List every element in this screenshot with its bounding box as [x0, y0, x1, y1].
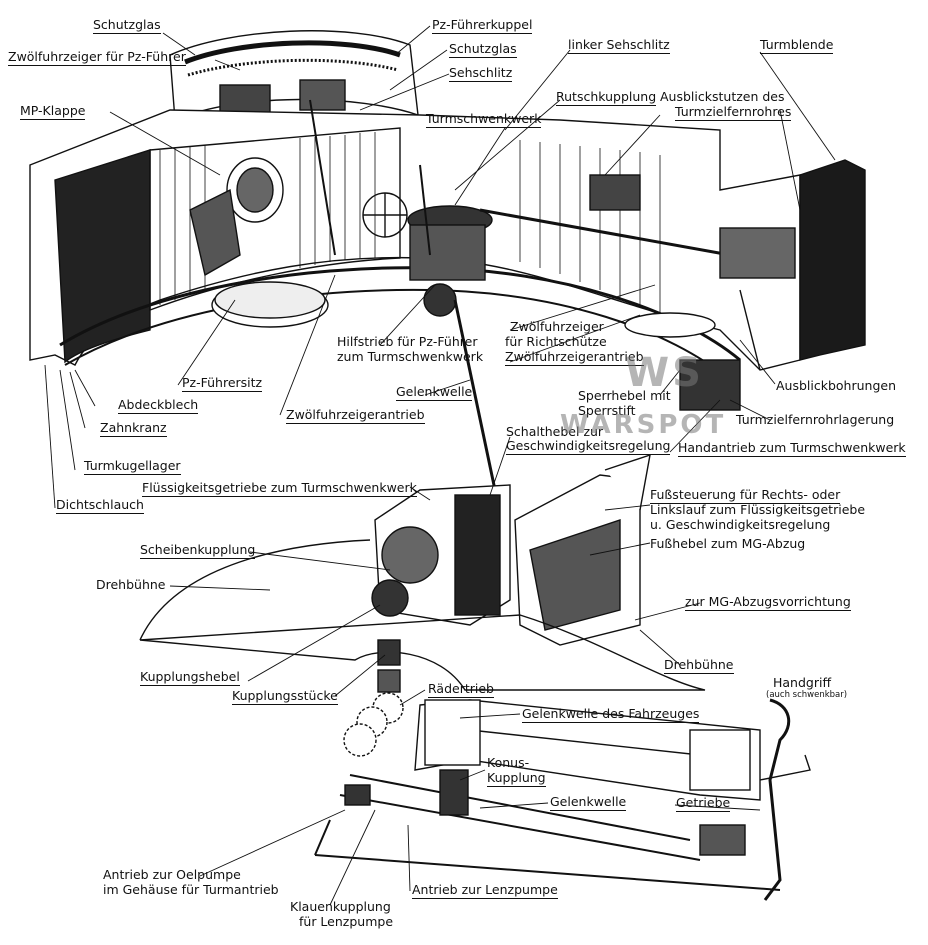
- label-scheibenkupplung: Scheibenkupplung: [140, 542, 256, 559]
- label-rutschkupplung: Rutschkupplung: [556, 89, 657, 106]
- label-gelenkwelle-fahrzeug: Gelenkwelle des Fahrzeuges: [522, 706, 700, 723]
- lower-linkage: [314, 769, 781, 891]
- label-hilfstrieb-1: Hilfstrieb für Pz-Führer: [337, 334, 478, 349]
- mp-hatch: [226, 157, 284, 223]
- label-sehschlitz: Sehschlitz: [449, 65, 513, 82]
- gunner-linkage: [479, 174, 796, 338]
- label-sperrhebel-2: Sperrstift: [578, 403, 636, 418]
- label-mp-klappe: MP-Klappe: [20, 103, 86, 120]
- label-getriebe: Getriebe: [676, 795, 731, 812]
- label-schalthebel-2: Geschwindigkeitsregelung: [506, 438, 671, 455]
- vehicle-drive-shaft: [414, 699, 761, 801]
- label-oelpumpe-1: Antrieb zur Oelpumpe: [103, 867, 241, 882]
- label-zwoelfuhrzeiger-richt-1: Zwölfuhrzeiger: [510, 319, 604, 334]
- label-ausblickstutzen-1: Ausblickstutzen des: [660, 89, 785, 104]
- label-zwoelfuhrzeigerantrieb-left: Zwölfuhrzeigerantrieb: [286, 407, 425, 424]
- label-konus-2: Kupplung: [487, 770, 546, 787]
- label-antrieb-lenzpumpe: Antrieb zur Lenzpumpe: [412, 882, 558, 899]
- hydraulic-transmission: [371, 484, 511, 626]
- watermark-logo: WS: [625, 350, 704, 396]
- label-linker-sehschlitz: linker Sehschlitz: [568, 37, 670, 54]
- watermark-text: WARSPOT: [560, 410, 727, 440]
- label-ausblickbohrungen: Ausblickbohrungen: [776, 378, 897, 393]
- label-kupplungshebel: Kupplungshebel: [140, 669, 240, 686]
- label-schalthebel-1: Schalthebel zur: [506, 424, 604, 439]
- label-turmschwenkwerk-top: Turmschwenkwerk: [426, 111, 542, 128]
- label-drehbuehne-1: Drehbühne: [96, 577, 166, 592]
- label-oelpumpe-2: im Gehäuse für Turmantrieb: [103, 882, 279, 897]
- label-konus-1: Konus-: [487, 755, 530, 770]
- label-abdeckblech: Abdeckblech: [118, 397, 199, 414]
- traverse-gearing: [309, 99, 493, 317]
- label-sperrhebel-1: Sperrhebel mit: [578, 388, 671, 403]
- label-hilfstrieb-2: zum Turmschwenkwerk: [337, 349, 484, 364]
- label-fusssteuerung-1: Fußsteuerung für Rechts- oder: [650, 487, 841, 504]
- label-schutzglas-top: Schutzglas: [93, 17, 161, 34]
- label-zwoelfuhrzeigerantrieb-right: Zwölfuhrzeigerantrieb: [505, 349, 644, 366]
- label-handgriff-note: (auch schwenkbar): [766, 690, 848, 700]
- control-handle: [759, 698, 811, 901]
- label-pz-fuehrerkuppel: Pz-Führerkuppel: [432, 17, 533, 34]
- label-fusssteuerung-2: Linkslauf zum Flüssigkeitsgetriebe: [650, 502, 866, 517]
- label-raedertrieb: Rädertrieb: [428, 681, 494, 698]
- leader-lines: [44, 25, 836, 906]
- label-pz-fuehrersitz: Pz-Führersitz: [182, 375, 263, 392]
- label-kupplungsstuecke: Kupplungsstücke: [232, 688, 338, 705]
- label-zwoelfuhrzeiger-richt-2: für Richtschütze: [505, 334, 607, 349]
- coupling-stack: [343, 639, 404, 757]
- label-turmzielfernrohrlagerung: Turmzielfernrohrlagerung: [736, 412, 895, 427]
- label-mg-abzugsvorrichtung: zur MG-Abzugsvorrichtung: [685, 594, 851, 611]
- telescope-mount: [679, 289, 761, 411]
- label-fusshebel-mg: Fußhebel zum MG-Abzug: [650, 536, 806, 551]
- label-turmblende: Turmblende: [760, 37, 834, 54]
- label-dichtschlauch: Dichtschlauch: [56, 497, 144, 514]
- commander-seat: [189, 188, 329, 328]
- label-gelenkwelle-bottom: Gelenkwelle: [550, 794, 627, 811]
- label-fusssteuerung-3: u. Geschwindigkeitsregelung: [650, 517, 831, 532]
- commander-cupola: [169, 30, 419, 122]
- label-gelenkwelle-top: Gelenkwelle: [396, 384, 473, 401]
- label-handgriff: Handgriff: [773, 675, 832, 690]
- label-klauenkupplung-2: für Lenzpumpe: [299, 914, 394, 929]
- label-turmkugellager: Turmkugellager: [84, 458, 181, 475]
- turntable-floor: [139, 539, 706, 691]
- label-drehbuehne-2: Drehbühne: [664, 657, 734, 674]
- label-zwoelfuhrzeiger-pz: Zwölfuhrzeiger für Pz-Führer: [8, 49, 186, 66]
- label-fluessigkeitsgetriebe: Flüssigkeitsgetriebe zum Turmschwenkwerk: [142, 480, 417, 497]
- label-zahnkranz: Zahnkranz: [100, 420, 167, 437]
- foot-control-unit: [514, 453, 651, 646]
- label-schutzglas-2: Schutzglas: [449, 41, 517, 58]
- label-klauenkupplung-1: Klauenkupplung: [290, 899, 391, 914]
- label-ausblickstutzen-2: Turmzielfernrohres: [675, 104, 792, 121]
- vertical-shaft: [453, 299, 497, 491]
- label-handantrieb: Handantrieb zum Turmschwenkwerk: [678, 440, 906, 457]
